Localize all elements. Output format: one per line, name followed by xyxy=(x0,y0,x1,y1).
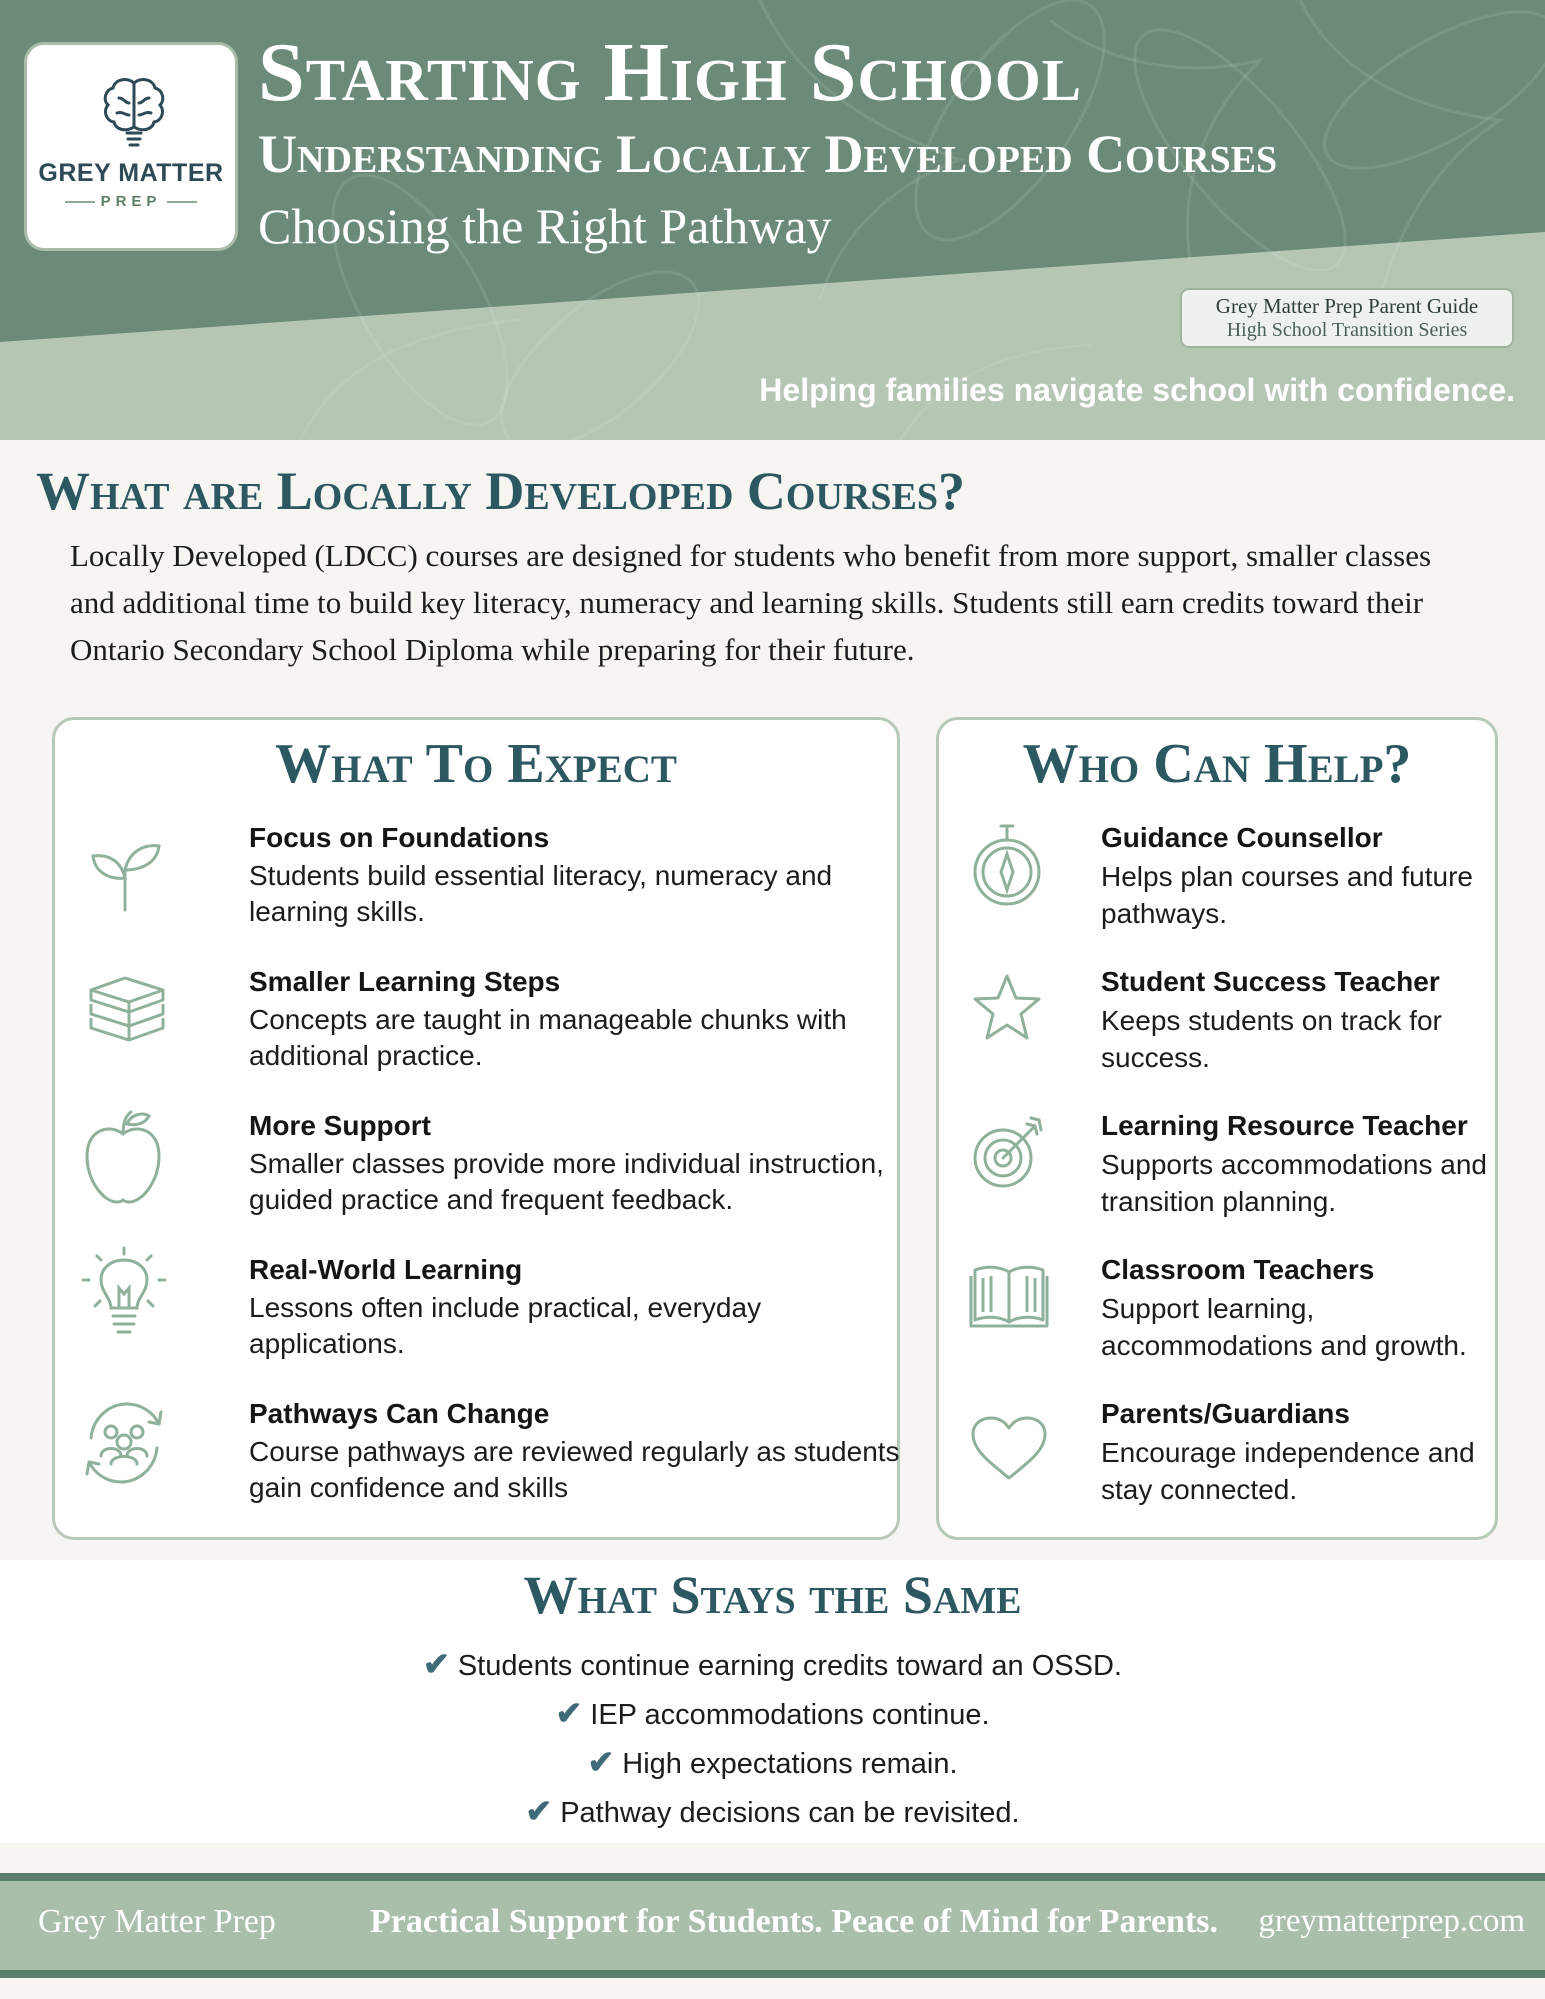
checkmark-icon: ✔ xyxy=(423,1646,450,1682)
checkmark-icon: ✔ xyxy=(555,1695,583,1731)
footer-brand: Grey Matter Prep xyxy=(38,1903,276,1940)
footer-slogan: Practical Support for Students. Peace of… xyxy=(370,1903,1219,1940)
sprout-icon xyxy=(91,844,161,912)
logo: GREY MATTER PREP xyxy=(24,42,238,251)
helper-item-desc: Supports accommodations and transition p… xyxy=(1101,1149,1487,1217)
expect-item-desc: Concepts are taught in manageable chunks… xyxy=(249,1004,847,1071)
intro-paragraph: Locally Developed (LDCC) courses are des… xyxy=(70,538,1432,667)
checkmark-icon: ✔ xyxy=(525,1793,553,1829)
helper-item-desc: Encourage independence and stay connecte… xyxy=(1101,1437,1475,1505)
expect-item-desc: Students build essential literacy, numer… xyxy=(249,860,833,927)
helper-item-desc: Support learning, accommodations and gro… xyxy=(1101,1293,1467,1361)
helper-item: Guidance Counsellor Helps plan courses a… xyxy=(969,822,1489,932)
footer: Grey Matter Prep Practical Support for S… xyxy=(0,1873,1545,1978)
expect-item: Real-World Learning Lessons often includ… xyxy=(81,1246,885,1364)
helper-item-title: Parents/Guardians xyxy=(1101,1398,1350,1429)
who-can-help-heading: Who Can Help? xyxy=(1022,733,1412,795)
helper-item: Learning Resource Teacher Supports accom… xyxy=(969,1110,1489,1220)
expect-item-title: Smaller Learning Steps xyxy=(249,966,561,997)
star-icon xyxy=(973,974,1041,1040)
expect-item: More Support Smaller classes provide mor… xyxy=(85,1110,885,1220)
expect-item-desc: Course pathways are reviewed regularly a… xyxy=(249,1436,900,1503)
header-background xyxy=(0,0,1545,440)
list-item: ✔Pathway decisions can be revisited. xyxy=(525,1793,1020,1829)
expect-item-title: Real-World Learning xyxy=(249,1254,523,1285)
expect-item: Pathways Can Change Course pathways are … xyxy=(85,1398,900,1508)
expect-item-desc: Smaller classes provide more individual … xyxy=(249,1148,884,1215)
expect-item-title: Focus on Foundations xyxy=(249,822,550,853)
list-item: ✔Students continue earning credits towar… xyxy=(423,1646,1122,1682)
expect-item: Focus on Foundations Students build esse… xyxy=(85,822,885,932)
heart-icon xyxy=(971,1416,1047,1480)
expect-item-desc: Lessons often include practical, everyda… xyxy=(249,1292,762,1359)
apple-icon xyxy=(85,1110,161,1204)
helper-item: Student Success Teacher Keeps students o… xyxy=(969,966,1489,1076)
logo-subtitle: PREP xyxy=(27,193,235,210)
list-item: ✔IEP accommodations continue. xyxy=(555,1695,990,1731)
helper-item-title: Learning Resource Teacher xyxy=(1101,1110,1468,1141)
logo-name: GREY MATTER xyxy=(38,159,224,187)
compass-icon xyxy=(973,824,1041,906)
what-stays-same-heading: What Stays the Same xyxy=(523,1565,1022,1625)
footer-divider xyxy=(0,1970,1545,1978)
helper-item: Classroom Teachers Support learning, acc… xyxy=(969,1254,1489,1364)
target-icon xyxy=(973,1116,1043,1188)
what-to-expect-panel: What To Expect Focus on Foundations Stud… xyxy=(52,717,900,1540)
what-to-expect-heading: What To Expect xyxy=(275,733,677,795)
who-can-help-panel: Who Can Help? Guidance Counsellor Helps … xyxy=(936,717,1498,1540)
helper-item-title: Student Success Teacher xyxy=(1101,966,1440,997)
checkmark-icon: ✔ xyxy=(587,1744,615,1780)
header-help-text: Helping families navigate school with co… xyxy=(759,372,1515,408)
helper-item-title: Classroom Teachers xyxy=(1101,1254,1375,1285)
intro-heading: What are Locally Developed Courses? xyxy=(36,461,965,521)
expect-item-title: Pathways Can Change xyxy=(249,1398,550,1429)
helper-item-desc: Keeps students on track for success. xyxy=(1101,1005,1442,1073)
helper-item-desc: Helps plan courses and future pathways. xyxy=(1101,861,1473,929)
guide-badge: Grey Matter Prep Parent Guide High Schoo… xyxy=(1180,288,1514,348)
guide-badge-line2: High School Transition Series xyxy=(1226,319,1468,341)
lightbulb-icon xyxy=(81,1246,167,1334)
list-item: ✔High expectations remain. xyxy=(587,1744,958,1780)
footer-website-link[interactable]: greymatterprep.com xyxy=(1258,1903,1525,1939)
page-subtitle: Understanding Locally Developed Courses xyxy=(258,124,1278,184)
books-icon xyxy=(89,976,165,1042)
helper-item-title: Guidance Counsellor xyxy=(1101,822,1383,853)
guide-badge-line1: Grey Matter Prep Parent Guide xyxy=(1215,294,1479,318)
header-banner: GREY MATTER PREP Starting High School Un… xyxy=(0,0,1545,440)
helper-item: Parents/Guardians Encourage independence… xyxy=(969,1398,1489,1508)
footer-divider xyxy=(0,1873,1545,1881)
page-tagline: Choosing the Right Pathway xyxy=(258,198,832,254)
people-cycle-icon xyxy=(85,1402,163,1484)
what-stays-same-list: ✔Students continue earning credits towar… xyxy=(0,1640,1545,1836)
page-title: Starting High School xyxy=(258,26,1083,119)
open-book-icon xyxy=(969,1265,1049,1328)
what-stays-same-section: What Stays the Same ✔Students continue e… xyxy=(0,1560,1545,1843)
floral-pattern xyxy=(298,0,1545,440)
expect-item: Smaller Learning Steps Concepts are taug… xyxy=(85,966,885,1076)
brain-lightbulb-icon xyxy=(103,78,165,147)
expect-item-title: More Support xyxy=(249,1110,431,1141)
